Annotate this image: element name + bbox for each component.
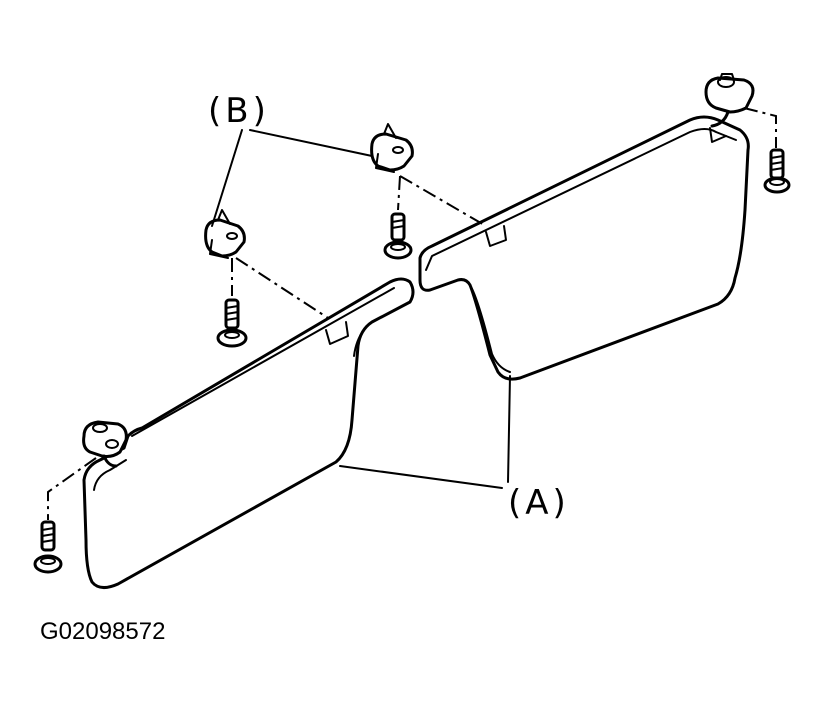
leader-lines [211,129,511,489]
alignment-lines [47,107,777,520]
clip-upper [370,123,414,173]
callout-label-a: (A) [508,483,570,523]
clip-screw-upper [383,212,413,260]
right-pivot-bracket [704,73,755,128]
left-sun-visor [82,277,415,589]
right-sun-visor [418,115,750,381]
callout-label-b: (B) [208,91,270,131]
clip-screw-lower [216,298,248,348]
right-screw [763,148,791,194]
left-pivot-bracket [82,420,128,468]
figure-id: G02098572 [40,618,166,645]
left-screw [33,520,63,574]
clip-lower [204,209,246,259]
